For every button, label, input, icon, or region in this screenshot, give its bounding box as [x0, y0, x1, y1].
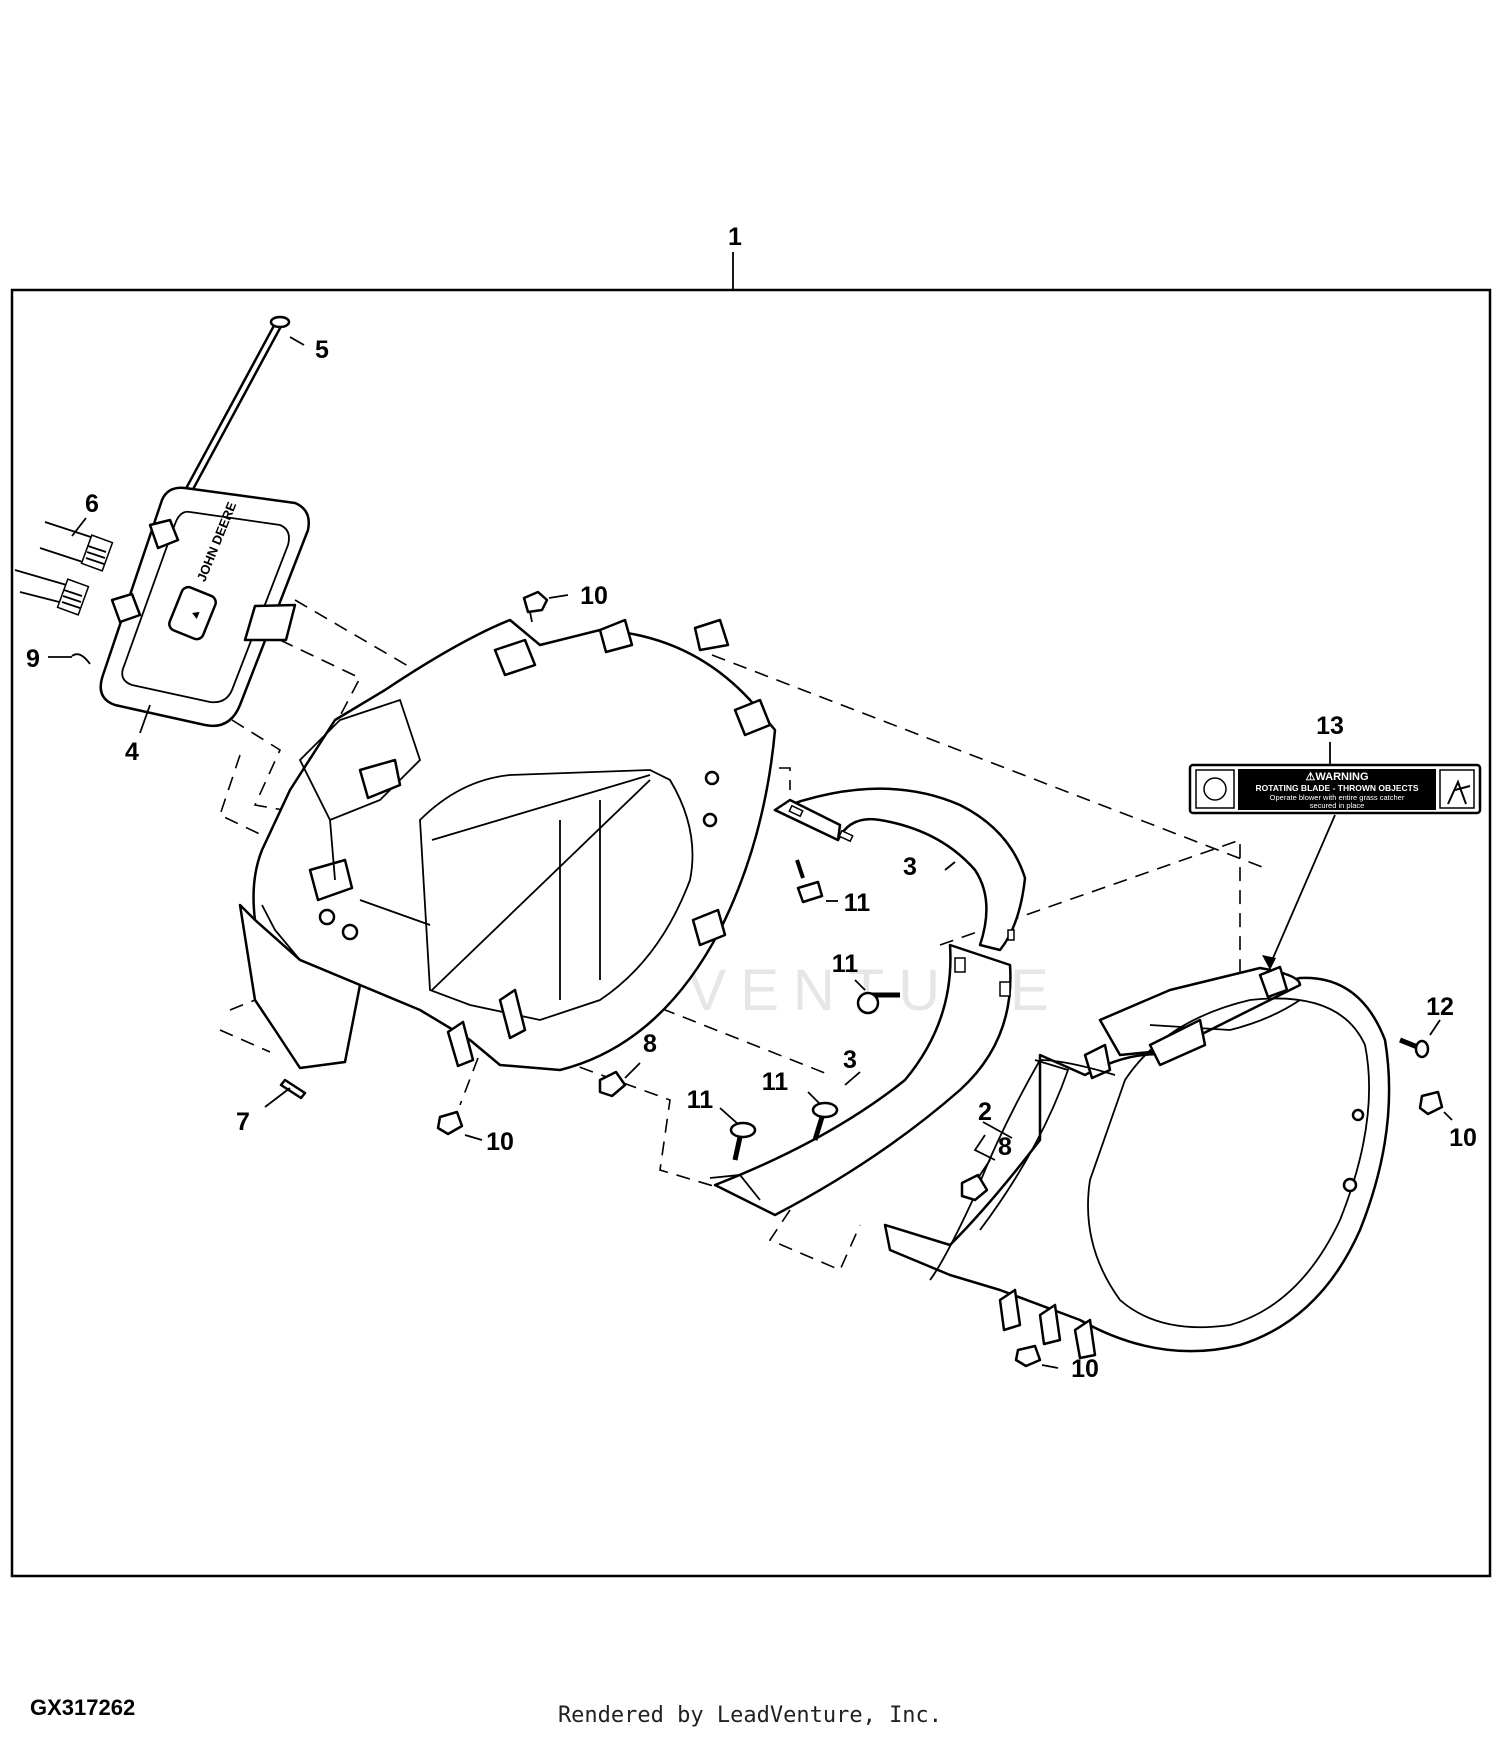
- callout-2: 2: [978, 1098, 992, 1126]
- callout-10: 10: [580, 582, 608, 610]
- part-strap-lower: [709, 943, 1012, 1217]
- callout-13: 13: [1316, 712, 1344, 740]
- part-rod: [185, 315, 291, 493]
- callout-10: 10: [486, 1128, 514, 1156]
- callout-3: 3: [843, 1046, 857, 1074]
- callout-11: 11: [687, 1086, 714, 1114]
- part-left-housing: [238, 618, 777, 1072]
- part-bolt-d: [811, 1101, 839, 1141]
- callout-7: 7: [236, 1108, 250, 1136]
- callout-1: 1: [728, 223, 742, 251]
- callouts: 1 5 6 10 9 4 13 3 11 11 8 3 12 11 11 7 2…: [26, 223, 1477, 1383]
- assembly-frame: [10, 288, 1492, 1578]
- callout-8: 8: [998, 1133, 1012, 1161]
- callout-11: 11: [844, 889, 871, 917]
- warning-heading: ⚠WARNING: [1305, 771, 1368, 783]
- callout-4: 4: [125, 738, 139, 766]
- figure-id: GX317262: [30, 1695, 136, 1720]
- part-lid: ⛰ JOHN DEERE: [99, 486, 310, 728]
- warning-line-3: secured in place: [1310, 801, 1365, 810]
- callout-11: 11: [762, 1068, 789, 1096]
- callout-11: 11: [832, 950, 859, 978]
- svg-text:⛰: ⛰: [189, 608, 202, 620]
- part-bolt-b: [856, 991, 900, 1015]
- part-bolt-c: [729, 1121, 757, 1161]
- part-right-housing: [883, 965, 1391, 1360]
- part-bolt-a: [795, 859, 824, 904]
- part-bolt-12: [1399, 1037, 1430, 1059]
- part-nut-top: [522, 590, 549, 623]
- callout-8: 8: [643, 1030, 657, 1058]
- callout-12: 12: [1426, 993, 1454, 1021]
- callout-5: 5: [315, 336, 329, 364]
- rendered-by-footer: Rendered by LeadVenture, Inc.: [557, 1703, 943, 1728]
- part-springs: [14, 521, 114, 616]
- warning-line-2: Operate blower with entire grass catcher: [1270, 793, 1405, 802]
- warning-line-1: ROTATING BLADE - THROWN OBJECTS: [1255, 783, 1418, 793]
- callout-6: 6: [85, 490, 99, 518]
- part-strap-upper: [773, 787, 1027, 952]
- callout-10: 10: [1449, 1124, 1477, 1152]
- callout-3: 3: [903, 853, 917, 881]
- callout-9: 9: [26, 645, 40, 673]
- warning-decal: ⚠WARNING ROTATING BLADE - THROWN OBJECTS…: [1188, 763, 1482, 815]
- callout-10: 10: [1071, 1355, 1099, 1383]
